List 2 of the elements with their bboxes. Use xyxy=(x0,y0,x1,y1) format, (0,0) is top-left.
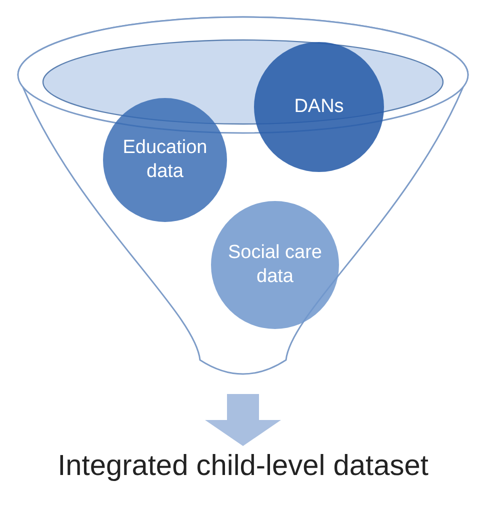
result-label: Integrated child-level dataset xyxy=(0,450,486,500)
block-arrow xyxy=(205,394,281,446)
